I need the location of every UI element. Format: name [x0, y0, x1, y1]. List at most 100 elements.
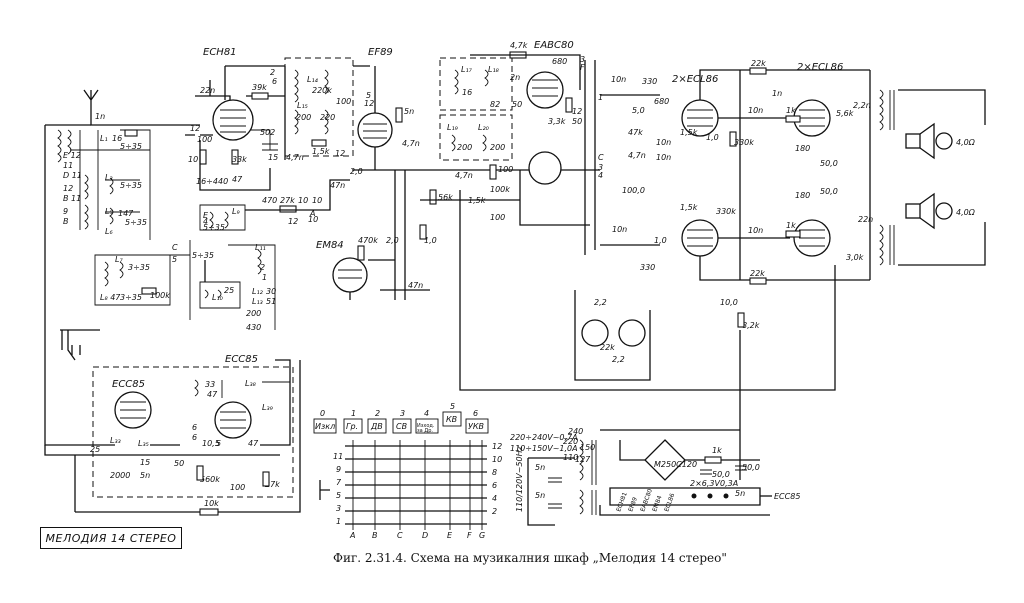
svg-text:220÷240V~0,7A: 220÷240V~0,7A: [510, 433, 578, 442]
svg-text:25: 25: [90, 445, 100, 454]
svg-text:5: 5: [366, 91, 371, 100]
svg-text:5,0: 5,0: [632, 106, 645, 115]
svg-text:КВ: КВ: [446, 415, 457, 424]
svg-text:3: 3: [580, 55, 585, 64]
svg-text:Изкл: Изкл: [315, 422, 335, 431]
svg-text:СВ: СВ: [396, 422, 407, 431]
svg-text:L₃₅: L₃₅: [138, 439, 149, 448]
svg-text:47: 47: [248, 439, 259, 448]
svg-text:L₁₉: L₁₉: [447, 123, 459, 132]
c-1n-label: 1n: [95, 112, 105, 121]
svg-text:47n: 47n: [408, 281, 423, 290]
svg-text:10n: 10n: [656, 138, 671, 147]
bridge-rectifier: [644, 439, 686, 481]
speaker-a: 4,0Ω: [905, 122, 976, 160]
af-preamp: 2×ECL86 2×ECL86 10n 330 5,0 680 47k 4,7n…: [459, 59, 986, 391]
band-coils: E 12 11 D 11 12 B 11 9 B L₁ 16 5÷35 L₃ 5…: [57, 129, 151, 240]
svg-text:4,7n: 4,7n: [455, 171, 473, 180]
svg-text:4,7n: 4,7n: [286, 153, 304, 162]
svg-text:330k: 330k: [716, 207, 736, 216]
svg-text:2: 2: [492, 507, 497, 516]
svg-text:5n: 5n: [535, 491, 545, 500]
ecc85-tuner-box: ECC85 ECC85 33 47 L₃₈ 47 6 6 10,5 5 L₃₃ …: [44, 354, 301, 516]
svg-text:ECC85: ECC85: [774, 492, 800, 501]
svg-text:82: 82: [490, 100, 500, 109]
svg-text:100: 100: [230, 483, 245, 492]
svg-text:Гр.: Гр.: [346, 422, 358, 431]
svg-text:L₅: L₅: [105, 207, 113, 216]
power-supply: 220÷240V~0,7A 110÷150V~1,0A 110/120V~50H…: [510, 330, 800, 526]
svg-text:10n: 10n: [748, 226, 763, 235]
svg-text:330: 330: [642, 77, 657, 86]
svg-text:10: 10: [492, 455, 502, 464]
svg-text:22k: 22k: [750, 269, 765, 278]
svg-text:50: 50: [512, 100, 522, 109]
svg-text:1,5k: 1,5k: [680, 128, 698, 137]
svg-text:3,0k: 3,0k: [846, 253, 864, 262]
svg-text:22n: 22n: [200, 86, 215, 95]
svg-text:6: 6: [192, 433, 197, 442]
svg-text:2,0: 2,0: [350, 167, 363, 176]
svg-text:100k: 100k: [490, 185, 510, 194]
svg-text:1: 1: [262, 273, 267, 282]
svg-text:за Др.: за Др.: [417, 428, 433, 434]
ecc85-box-label: ECC85: [112, 379, 145, 390]
svg-text:8: 8: [492, 468, 497, 477]
svg-text:22k: 22k: [600, 343, 615, 352]
svg-text:3: 3: [336, 504, 341, 513]
svg-text:33k: 33k: [232, 155, 247, 164]
svg-text:5÷35: 5÷35: [125, 218, 147, 227]
svg-text:220: 220: [563, 437, 578, 446]
svg-text:12: 12: [572, 107, 582, 116]
svg-text:L₇: L₇: [115, 255, 123, 264]
svg-text:L₁₃: L₁₃: [252, 297, 263, 306]
svg-text:5÷35: 5÷35: [203, 223, 225, 232]
svg-text:1: 1: [336, 517, 341, 526]
svg-text:50,0: 50,0: [820, 187, 838, 196]
svg-text:100: 100: [490, 213, 505, 222]
svg-text:5n: 5n: [404, 107, 414, 116]
svg-text:4: 4: [424, 409, 429, 418]
svg-text:15: 15: [140, 458, 150, 467]
svg-text:1k: 1k: [786, 221, 796, 230]
svg-text:L₁₅: L₁₅: [297, 101, 308, 110]
svg-text:100: 100: [197, 135, 212, 144]
svg-text:30: 30: [266, 287, 276, 296]
svg-text:56k: 56k: [438, 193, 453, 202]
svg-text:27k: 27k: [265, 480, 280, 489]
svg-text:L₂₀: L₂₀: [478, 123, 490, 132]
svg-text:5,6k: 5,6k: [836, 109, 854, 118]
svg-text:1k: 1k: [712, 446, 722, 455]
svg-text:2,2: 2,2: [594, 298, 607, 307]
din-socket-b: [618, 319, 646, 347]
svg-text:5n: 5n: [140, 471, 150, 480]
svg-text:680: 680: [654, 97, 669, 106]
svg-text:470: 470: [262, 196, 277, 205]
svg-text:2n: 2n: [510, 73, 520, 82]
svg-text:12: 12: [335, 149, 345, 158]
svg-text:4: 4: [492, 494, 497, 503]
svg-text:9: 9: [63, 207, 68, 216]
ecl86-right-label: 2×ECL86: [797, 62, 843, 73]
svg-text:6: 6: [272, 77, 277, 86]
svg-text:4,0Ω: 4,0Ω: [956, 138, 976, 147]
svg-text:5: 5: [450, 402, 455, 411]
svg-text:100: 100: [336, 97, 351, 106]
ef89-label: EF89: [368, 47, 393, 58]
svg-text:5n: 5n: [535, 463, 545, 472]
svg-text:3,3k: 3,3k: [548, 117, 566, 126]
svg-text:16÷440: 16÷440: [196, 177, 228, 186]
svg-text:5÷35: 5÷35: [120, 181, 142, 190]
svg-text:9: 9: [336, 465, 341, 474]
svg-text:L₈ 47: L₈ 47: [100, 293, 121, 302]
svg-text:УКВ: УКВ: [468, 422, 484, 431]
svg-text:L₆: L₆: [105, 227, 113, 236]
svg-text:47k: 47k: [628, 128, 643, 137]
svg-text:12: 12: [63, 184, 73, 193]
svg-text:2,0: 2,0: [386, 236, 399, 245]
svg-text:5: 5: [216, 439, 221, 448]
svg-text:11: 11: [63, 161, 73, 170]
svg-text:2: 2: [375, 409, 380, 418]
svg-text:127: 127: [575, 455, 591, 464]
